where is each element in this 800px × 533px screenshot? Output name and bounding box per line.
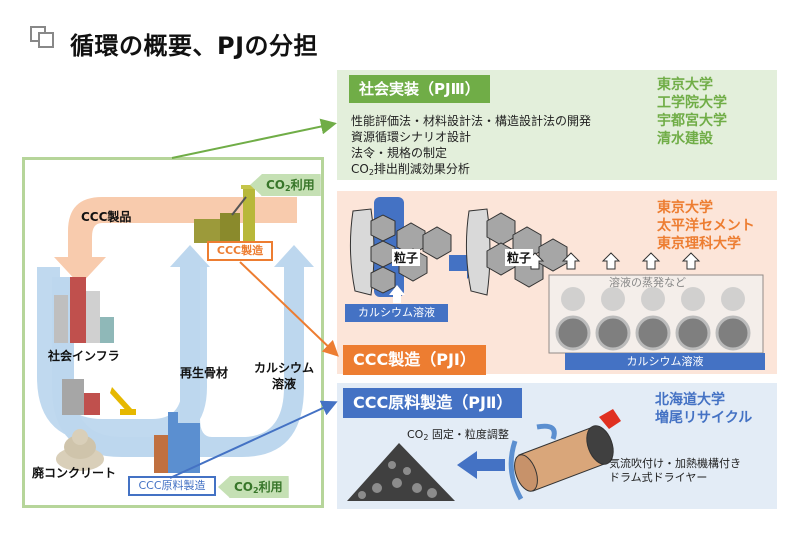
- page-title: 循環の概要、PJの分担: [70, 32, 319, 60]
- rough-aggregate-left: [349, 208, 375, 296]
- org: 太平洋セメント: [657, 218, 755, 234]
- overlapping-squares-icon: [30, 26, 54, 48]
- reactor-particles: [555, 315, 751, 351]
- org: 東京大学: [657, 200, 713, 216]
- pj3-task: 資源循環シナリオ設計: [351, 130, 472, 144]
- evaporation-arrows: [525, 252, 701, 270]
- pj1-title: CCC製造（PJⅠ）: [343, 345, 486, 375]
- rough-aggregate-right: [465, 208, 491, 296]
- calcium-solution-label: カルシウム溶液: [254, 361, 315, 391]
- panel-pj2: CCC原料製造（PJⅡ） 北海道大学 増尾リサイクル CO2 固定・粒度調整 気…: [337, 383, 777, 509]
- left-arrow-icon: [457, 451, 505, 479]
- panel-pj3: 社会実装（PJⅢ） 性能評価法・材料設計法・構造設計法の開発 資源循環シナリオ設…: [337, 70, 777, 180]
- evaporation-label: 溶液の蒸発など: [609, 276, 686, 289]
- waste-concrete-label: 廃コンクリート: [32, 466, 117, 480]
- co2-use-tag-top: CO2利用: [250, 174, 321, 196]
- construction-icon: [62, 379, 136, 415]
- up-arrow-calcium: [274, 245, 314, 357]
- ccc-raw-material-box: CCC原料製造: [128, 476, 216, 496]
- calcium-solution-bar-large: カルシウム溶液: [565, 353, 765, 370]
- social-infra-label: 社会インフラ: [48, 349, 120, 363]
- up-arrow-aggregate: [170, 245, 210, 357]
- org: 東京理科大学: [657, 236, 741, 252]
- pj1-process-illustration: [349, 197, 764, 354]
- rubble-icon: [56, 429, 104, 471]
- arrow-to-pj3: [171, 118, 337, 159]
- pj3-task: CO2排出削減効果分析: [351, 162, 470, 177]
- pj2-orgs: 北海道大学 増尾リサイクル: [655, 391, 752, 427]
- ccc-manufacture-box: CCC製造: [207, 241, 273, 261]
- recycled-aggregate-label: 再生骨材: [180, 366, 229, 380]
- pj3-title: 社会実装（PJⅢ）: [349, 75, 490, 103]
- cycle-graphics: [37, 185, 314, 473]
- particle-label-2: 粒子: [505, 249, 534, 266]
- dryer-description: 気流吹付け・加熱機構付きドラム式ドライヤー: [609, 457, 741, 484]
- pj3-task-list: 性能評価法・材料設計法・構造設計法の開発 資源循環シナリオ設計 法令・規格の制定…: [351, 113, 591, 181]
- pj2-process-illustration: [347, 409, 621, 501]
- pj2-title: CCC原料製造（PJⅡ）: [343, 388, 523, 418]
- org: 工学院大学: [657, 95, 727, 111]
- panel-pj1: 粒子 粒子 カルシウム溶液 溶液の蒸発など カルシウム溶液 CCC製造（PJⅠ）…: [337, 191, 777, 375]
- org: 清水建設: [657, 131, 713, 147]
- buildings-icon: [54, 277, 114, 343]
- calcium-solution-bar-small: カルシウム溶液: [345, 304, 448, 322]
- pj3-task: 性能評価法・材料設計法・構造設計法の開発: [351, 114, 592, 128]
- org: 東京大学: [657, 77, 713, 93]
- org: 北海道大学: [655, 392, 725, 408]
- pj1-orgs: 東京大学 太平洋セメント 東京理科大学: [657, 199, 755, 253]
- co2-use-tag-bottom: CO2利用: [218, 476, 289, 498]
- up-arrow-icon: [389, 285, 405, 303]
- particle-label-1: 粒子: [392, 249, 421, 266]
- factory-icon: [194, 185, 257, 243]
- ccc-product-label: CCC製品: [81, 210, 132, 224]
- org: 宇都宮大学: [657, 113, 727, 129]
- drum-dryer-icon: [508, 409, 621, 501]
- pj3-task: 法令・規格の制定: [351, 146, 448, 160]
- org: 増尾リサイクル: [655, 410, 753, 426]
- co2-fixation-label: CO2 固定・粒度調整: [407, 428, 509, 442]
- pj3-orgs: 東京大学 工学院大学 宇都宮大学 清水建設: [657, 76, 727, 148]
